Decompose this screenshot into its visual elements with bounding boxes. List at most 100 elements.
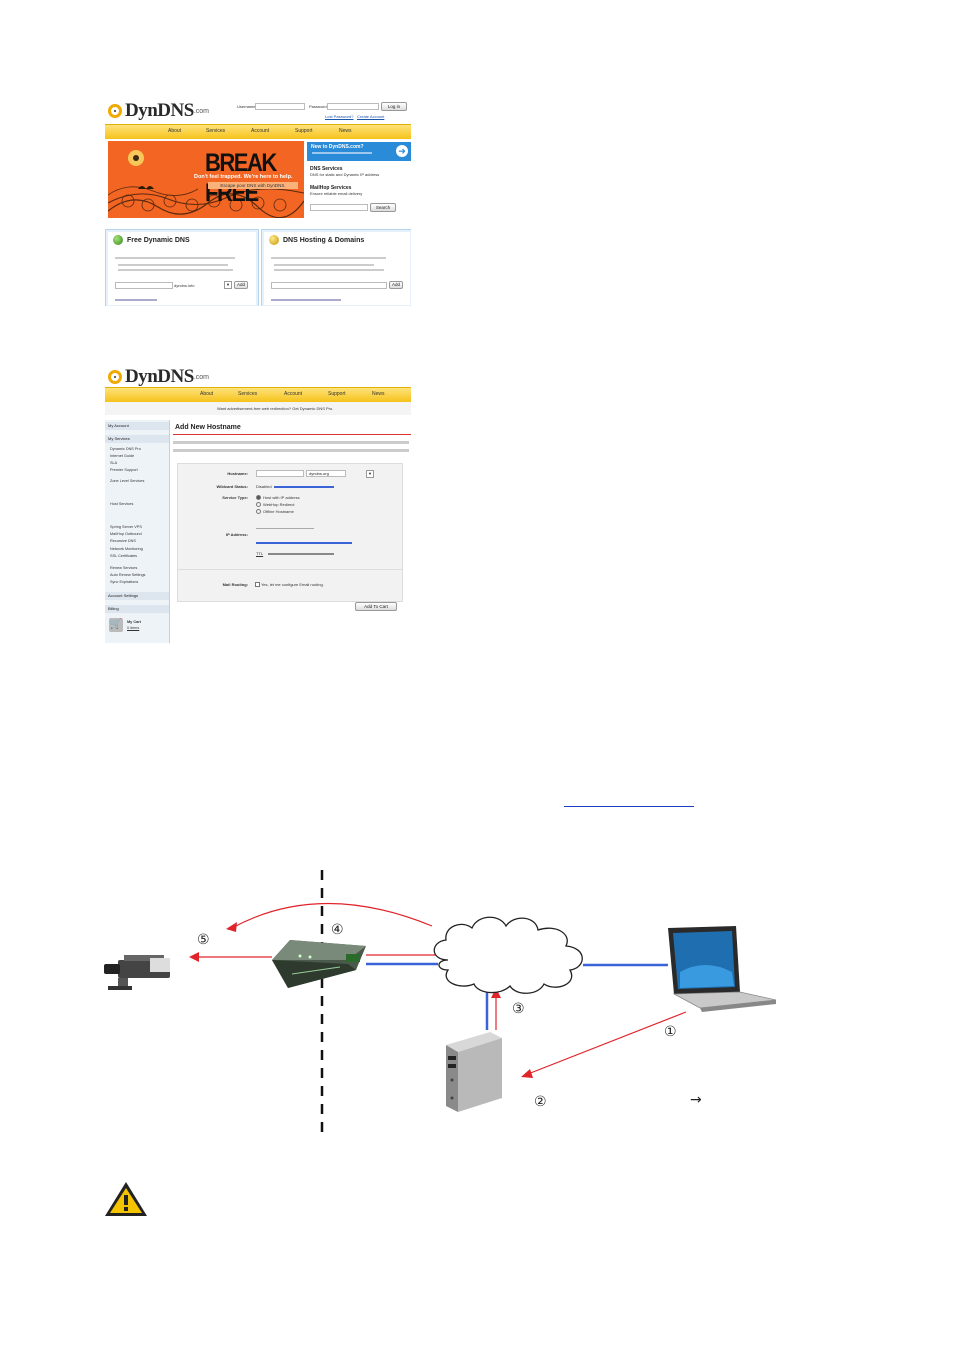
mailhop-title[interactable]: MailHop Services xyxy=(310,185,352,191)
radio-icon xyxy=(256,509,261,515)
sidebar-my-account[interactable]: My Account xyxy=(105,422,169,430)
chevron-down-icon[interactable]: ▼ xyxy=(224,281,232,289)
nav-account[interactable]: Account xyxy=(284,391,303,397)
service-option[interactable]: WebHop Redirect xyxy=(256,502,295,508)
domain-input[interactable] xyxy=(271,282,387,289)
domain-select[interactable]: dyndns.org xyxy=(306,470,346,477)
sidebar-item[interactable]: SLA xyxy=(110,461,118,465)
arrowhead xyxy=(521,1069,533,1078)
cart-items[interactable]: 0 items xyxy=(127,626,140,630)
break-free-banner[interactable]: BREAK FREE Don't feel trapped. We're her… xyxy=(108,141,304,218)
lost-password-link[interactable]: Lost Password? xyxy=(325,114,354,119)
chevron-down-icon[interactable]: ▼ xyxy=(366,470,374,478)
request-arc-arrow xyxy=(231,902,433,929)
dyndns-logo-icon xyxy=(108,370,122,384)
sidebar-item[interactable]: Internet Guide xyxy=(110,454,135,458)
wildcard-link[interactable] xyxy=(274,486,334,488)
username-label: Username xyxy=(237,104,256,109)
checkbox-icon xyxy=(255,582,260,587)
sidebar-item[interactable]: MailHop Outbound xyxy=(110,532,142,536)
add-domain-button[interactable]: Add xyxy=(389,281,403,289)
new-to-dyndns-box[interactable]: New to DynDNS.com? ➜ xyxy=(307,142,411,161)
password-label: Password xyxy=(309,104,327,109)
add-to-cart-button[interactable]: Add To Cart xyxy=(355,602,397,611)
domain-select[interactable]: dyndns.info xyxy=(174,283,195,288)
service-option[interactable]: Host with IP address xyxy=(256,495,300,501)
main-nav: About Services Account Support News xyxy=(105,387,411,402)
nav-support[interactable]: Support xyxy=(328,391,346,397)
radio-icon xyxy=(256,502,261,508)
laptop-to-server-arrow xyxy=(527,1011,687,1075)
title-divider xyxy=(173,434,411,435)
username-input[interactable] xyxy=(255,103,305,110)
nav-news[interactable]: News xyxy=(372,391,385,397)
sidebar-item[interactable]: Auto Renew Settings xyxy=(110,573,146,577)
nav-services[interactable]: Services xyxy=(238,391,258,397)
main-nav: About Services Account Support News xyxy=(105,124,411,139)
sidebar-zone-level[interactable]: Zone Level Services xyxy=(110,479,145,483)
nav-account[interactable]: Account xyxy=(251,128,270,134)
hostname-label: Hostname: xyxy=(227,471,248,476)
sidebar-item[interactable]: Dynamic DNS Pro xyxy=(110,447,141,451)
sidebar-my-services[interactable]: My Services xyxy=(105,435,169,443)
sidebar-item[interactable]: SSL Certificates xyxy=(110,554,138,558)
page-title: Add New Hostname xyxy=(175,424,241,431)
sidebar-item[interactable]: Recursive DNS xyxy=(110,539,136,543)
promo-text[interactable]: Want advertisement-free web redirection?… xyxy=(217,406,334,411)
my-cart-link[interactable]: My Cart xyxy=(127,620,141,624)
hostname-input[interactable] xyxy=(115,282,173,289)
sidebar-host-services[interactable]: Host Services xyxy=(110,502,134,506)
ip-camera-icon xyxy=(104,955,170,990)
create-account-link[interactable]: Create Account xyxy=(357,114,385,119)
step-1-label: ① xyxy=(664,1024,677,1040)
banner-tagline: Don't feel trapped. We're here to help. xyxy=(194,174,293,180)
wildcard-label: Wildcard Status: xyxy=(216,484,248,489)
search-button[interactable]: Search xyxy=(370,203,396,212)
free-dns-title: Free Dynamic DNS xyxy=(127,236,190,244)
ip-address-label: IP Address: xyxy=(225,532,248,537)
sidebar-account-settings[interactable]: Account Settings xyxy=(105,592,169,600)
sidebar-item[interactable]: Renew Services xyxy=(110,566,138,570)
step-4-label: ④ xyxy=(331,922,344,938)
nav-about[interactable]: About xyxy=(168,128,182,134)
hostname-input[interactable] xyxy=(256,470,304,477)
arrowhead xyxy=(189,952,199,962)
dyndns-logo: DynDNS.com xyxy=(108,366,209,388)
add-hostname-screenshot: DynDNS.com About Services Account Suppor… xyxy=(105,362,411,643)
arrowhead xyxy=(226,922,237,932)
sidebar-item[interactable]: Premier Support xyxy=(110,468,138,472)
router-icon xyxy=(272,940,366,988)
sidebar-item[interactable]: Sync Expirations xyxy=(110,580,139,584)
hostname-form: Hostname: dyndns.org ▼ Wildcard Status: … xyxy=(177,463,403,602)
laptop-icon xyxy=(668,926,777,1012)
sidebar-billing[interactable]: Billing xyxy=(105,605,169,613)
ttl-link[interactable]: TTL xyxy=(256,551,264,556)
free-dynamic-dns-panel: Free Dynamic DNS dyndns.info ▼ Add xyxy=(105,229,259,306)
sidebar-item[interactable]: Network Monitoring xyxy=(110,547,143,551)
nav-support[interactable]: Support xyxy=(295,128,313,134)
arrow-right-icon: ➜ xyxy=(396,145,408,157)
password-input[interactable] xyxy=(327,103,379,110)
nav-news[interactable]: News xyxy=(339,128,352,134)
nav-services[interactable]: Services xyxy=(206,128,226,134)
detected-ip-link[interactable] xyxy=(256,542,352,544)
mail-routing-checkbox[interactable]: Yes, let me configure Email routing. xyxy=(255,582,324,587)
nav-about[interactable]: About xyxy=(200,391,214,397)
add-button[interactable]: Add xyxy=(234,281,248,289)
network-diagram xyxy=(104,870,777,1135)
mail-routing-label: Mail Routing: xyxy=(222,582,248,587)
globe-icon xyxy=(113,235,123,245)
promo-bar: Want advertisement-free web redirection?… xyxy=(105,402,411,415)
document-link[interactable] xyxy=(564,792,694,807)
dns-services-title[interactable]: DNS Services xyxy=(310,166,343,172)
search-input[interactable] xyxy=(310,204,368,211)
service-option[interactable]: Offline Hostname xyxy=(256,509,294,515)
login-button[interactable]: Log in xyxy=(381,102,407,111)
dns-server-icon xyxy=(446,1032,502,1112)
sidebar-item[interactable]: Spring Server VPS xyxy=(110,525,142,529)
dyndns-logo-icon xyxy=(108,104,122,118)
cart-icon: 🛒 xyxy=(109,618,123,632)
wildcard-value: Disabled xyxy=(256,484,272,489)
internet-cloud-icon xyxy=(433,916,583,994)
radio-icon xyxy=(256,495,261,501)
